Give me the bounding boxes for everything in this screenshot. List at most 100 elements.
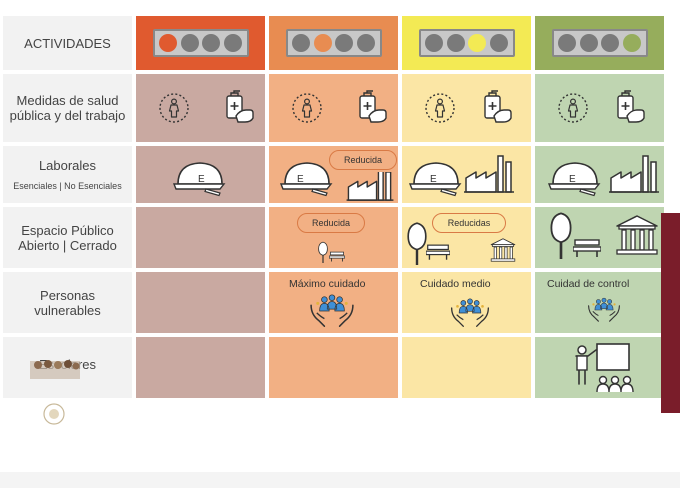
reducidas-text: Reducidas — [447, 218, 491, 228]
light-1 — [425, 34, 444, 52]
person-in-circle-icon — [292, 93, 322, 123]
cuidado-control-text: Cuidad de control — [547, 278, 630, 290]
cuidado-medio-text: Cuidado medio — [420, 278, 491, 290]
helmet-letter: E — [430, 174, 437, 185]
reducida-text: Reducida — [311, 218, 351, 228]
hard-hat-icon: E — [173, 162, 225, 197]
label-personas-text: Personas vulnerables — [34, 287, 101, 318]
light-3 — [335, 34, 354, 52]
factory-icon — [609, 155, 659, 193]
light-2 — [579, 34, 598, 52]
traffic-light-amarillo — [418, 29, 515, 57]
helmet-letter: E — [198, 174, 205, 185]
label-personas: Personas vulnerables — [3, 272, 132, 333]
helmet-letter: E — [297, 174, 304, 185]
tree-icon — [317, 241, 329, 263]
reducidas-pill: Reducidas — [432, 213, 506, 233]
traffic-light-naranja — [285, 29, 382, 57]
sanitizer-hand-icon — [359, 90, 387, 123]
side-accent-bar — [661, 213, 680, 413]
label-actividades-text: ACTIVIDADES — [24, 35, 111, 51]
traffic-light-rojo — [152, 29, 249, 57]
laborales-naranja: E Reducida — [269, 146, 398, 203]
header-naranja — [269, 16, 398, 70]
people-in-hands-icon — [450, 298, 490, 328]
reducida-pill: Reducida — [329, 150, 397, 170]
people-group-logo — [30, 360, 80, 379]
people-in-hands-icon — [588, 297, 620, 322]
escolares-verde — [535, 337, 664, 398]
medidas-amarillo — [402, 74, 531, 142]
light-2 — [446, 34, 465, 52]
espacio-rojo — [136, 207, 265, 268]
sanitizer-hand-icon — [484, 90, 512, 123]
factory-icon — [464, 155, 514, 193]
semaforo-table: ACTIVIDADES Medidas de salud pública y d… — [3, 16, 664, 398]
light-4 — [489, 34, 508, 52]
laborales-amarillo: E — [402, 146, 531, 203]
label-medidas-text: Medidas de salud pública y del trabajo — [9, 93, 126, 123]
bench-icon — [573, 239, 601, 258]
laborales-verde: E — [535, 146, 664, 203]
header-rojo — [136, 16, 265, 70]
bottom-strip — [0, 472, 680, 488]
label-espacio: Espacio Público Abierto | Cerrado — [3, 207, 132, 268]
personas-naranja: Máximo cuidado — [269, 272, 398, 333]
espacio-verde — [535, 207, 664, 268]
laborales-rojo: E — [136, 146, 265, 203]
person-in-circle-icon — [159, 93, 189, 123]
personas-verde: Cuidad de control — [535, 272, 664, 333]
bench-icon — [329, 251, 345, 262]
header-amarillo — [402, 16, 531, 70]
factory-icon — [345, 172, 395, 201]
light-4 — [356, 34, 375, 52]
header-verde — [535, 16, 664, 70]
light-2 — [313, 34, 332, 52]
teacher-board-icon — [575, 343, 634, 393]
hard-hat-icon: E — [409, 162, 461, 197]
light-4 — [223, 34, 242, 52]
building-columns-icon — [490, 238, 516, 262]
light-3 — [202, 34, 221, 52]
bench-icon — [426, 244, 450, 261]
sanitizer-hand-icon — [226, 90, 254, 123]
label-medidas: Medidas de salud pública y del trabajo — [3, 74, 132, 142]
person-in-circle-icon — [558, 93, 588, 123]
espacio-naranja: Reducida — [269, 207, 398, 268]
helmet-letter: E — [569, 174, 576, 185]
maximo-cuidado-text: Máximo cuidado — [289, 278, 366, 290]
national-seal-logo — [43, 403, 65, 425]
medidas-naranja — [269, 74, 398, 142]
person-in-circle-icon — [425, 93, 455, 123]
tree-icon — [550, 212, 572, 259]
light-1 — [159, 34, 178, 52]
escolares-amarillo — [402, 337, 531, 398]
light-1 — [292, 34, 311, 52]
medidas-verde — [535, 74, 664, 142]
label-laborales-text: Laborales — [38, 157, 97, 173]
light-3 — [468, 34, 487, 52]
light-4 — [622, 34, 641, 52]
light-2 — [180, 34, 199, 52]
hard-hat-icon: E — [280, 162, 332, 197]
espacio-amarillo: Reducidas — [402, 207, 531, 268]
escolares-naranja — [269, 337, 398, 398]
light-3 — [601, 34, 620, 52]
personas-rojo — [136, 272, 265, 333]
personas-amarillo: Cuidado medio — [402, 272, 531, 333]
tree-icon — [406, 221, 428, 265]
escolares-rojo — [136, 337, 265, 398]
sanitizer-hand-icon — [617, 90, 645, 123]
hard-hat-icon: E — [548, 162, 600, 197]
people-in-hands-icon — [310, 294, 354, 327]
label-espacio-text: Espacio Público Abierto | Cerrado — [18, 222, 117, 253]
label-laborales-sub: Esenciales | No Esenciales — [13, 180, 122, 191]
reducida-text: Reducida — [343, 155, 383, 165]
light-1 — [558, 34, 577, 52]
medidas-rojo — [136, 74, 265, 142]
label-actividades: ACTIVIDADES — [3, 16, 132, 70]
reducida-pill: Reducida — [297, 213, 365, 233]
building-columns-icon — [616, 215, 658, 255]
traffic-light-verde — [551, 29, 648, 57]
label-laborales: Laborales Esenciales | No Esenciales — [3, 146, 132, 203]
